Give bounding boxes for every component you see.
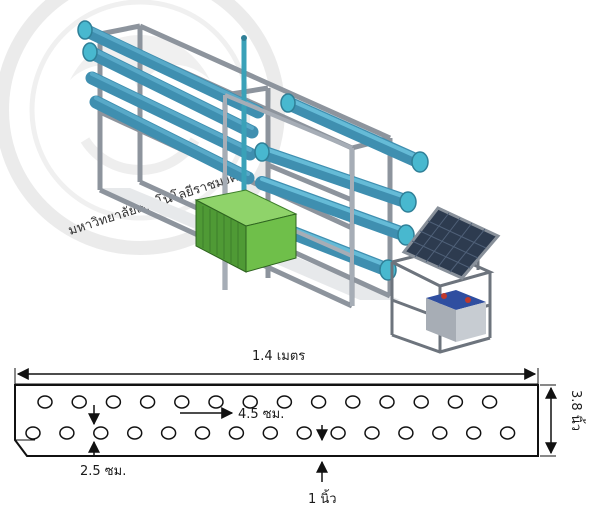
bottom-hole xyxy=(296,426,312,440)
length-label: 1.4 เมตร xyxy=(252,349,305,364)
top-hole xyxy=(345,395,361,409)
bottom-hole xyxy=(262,426,279,440)
hole-diameter-dimension: 2.5 ซม. xyxy=(80,405,126,479)
top-hole xyxy=(413,395,429,409)
bottom-hole xyxy=(432,426,448,440)
top-hole xyxy=(379,395,395,409)
top-hole xyxy=(447,395,464,409)
bottom-hole xyxy=(160,426,177,440)
top-hole xyxy=(481,395,498,409)
bottom-gap-label: 1 นิ้ว xyxy=(308,489,337,507)
top-hole xyxy=(37,395,53,409)
bottom-hole xyxy=(364,426,380,440)
holes-bottom-row xyxy=(25,426,516,440)
top-hole xyxy=(71,395,87,409)
height-label: 3.8 นิ้ว xyxy=(568,390,586,431)
holes-top-row xyxy=(37,395,498,409)
system-rendering xyxy=(77,20,501,354)
bottom-hole xyxy=(330,426,346,440)
height-dimension: 3.8 นิ้ว xyxy=(540,384,586,457)
solar-panel xyxy=(401,206,501,280)
bottom-hole xyxy=(499,426,516,440)
bottom-hole xyxy=(465,426,482,440)
top-hole xyxy=(242,395,258,409)
bottom-hole xyxy=(194,426,211,440)
top-hole xyxy=(105,395,122,409)
top-hole xyxy=(174,395,190,409)
solar-battery-stand xyxy=(390,206,501,354)
length-dimension: 1.4 เมตร xyxy=(14,349,539,384)
bottom-hole xyxy=(25,426,41,440)
top-hole xyxy=(276,395,293,409)
bottom-hole xyxy=(93,426,109,440)
hole-spacing-dimension: 4.5 ซม. xyxy=(180,407,284,422)
bottom-hole xyxy=(126,426,143,440)
top-hole xyxy=(310,395,327,409)
pump-box xyxy=(194,189,298,273)
top-hole xyxy=(139,395,156,409)
bottom-hole xyxy=(59,426,75,440)
top-hole xyxy=(208,395,224,409)
bottom-gap-dimension: 1 นิ้ว xyxy=(308,425,337,507)
bottom-hole xyxy=(228,426,245,440)
perforated-tube-diagram: 1.4 เมตร 3.8 นิ้ว 4.5 ซม. 2.5 ซม. 1 นิ้ว xyxy=(14,349,586,507)
battery xyxy=(426,290,486,342)
hole-diameter-label: 2.5 ซม. xyxy=(80,464,126,479)
bottom-hole xyxy=(398,426,414,440)
hole-spacing-label: 4.5 ซม. xyxy=(238,407,284,422)
